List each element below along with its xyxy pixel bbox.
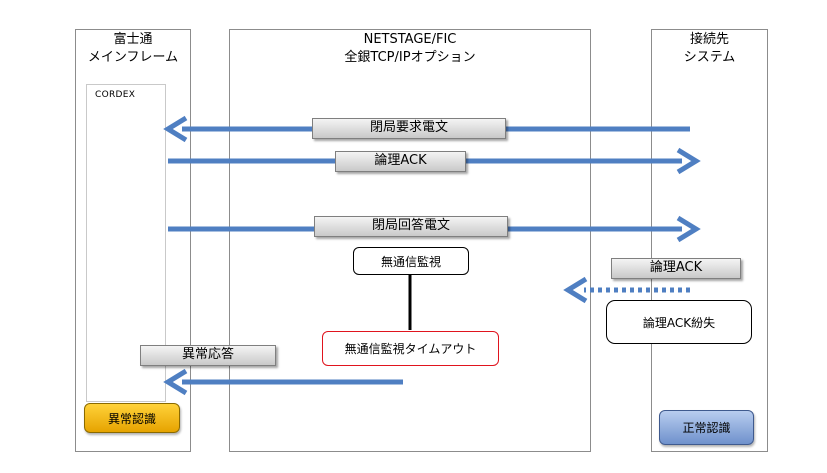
remote-system-title-line2: システム [683,50,736,65]
logical-ack-1-arrowhead [676,147,701,175]
close-response-label: 閉局回答電文 [314,216,508,237]
close-request-arrowhead [163,115,188,143]
logical-ack-2-arrowhead [563,276,588,304]
cordex-label: CORDEX [95,90,136,100]
no-comm-monitor-box: 無通信監視 [353,247,469,275]
close-request-label: 閉局要求電文 [312,118,506,139]
remote-system-title: 接続先 システム [651,31,768,67]
logical-ack-2-label: 論理ACK [611,258,741,279]
mainframe-title: 富士通 メインフレーム [75,31,191,67]
netstage-title-line1: NETSTAGE/FIC [363,32,457,47]
netstage-title: NETSTAGE/FIC 全銀TCP/IPオプション [229,31,591,67]
abnormal-response-arrowhead [163,368,188,396]
ack-lost-box: 論理ACK紛失 [606,300,752,344]
mainframe-title-line1: 富士通 [113,32,153,47]
abnormal-recognition-badge: 異常認識 [84,403,180,433]
netstage-title-line2: 全銀TCP/IPオプション [344,50,476,65]
remote-system-column [651,29,768,452]
normal-recognition-badge: 正常認識 [659,410,754,445]
logical-ack-1-label: 論理ACK [335,151,466,172]
close-response-arrowhead [676,215,701,243]
no-comm-timeout-box: 無通信監視タイムアウト [322,331,499,366]
abnormal-response-label: 異常応答 [140,345,276,366]
mainframe-title-line2: メインフレーム [87,50,179,65]
remote-system-title-line1: 接続先 [689,32,729,47]
